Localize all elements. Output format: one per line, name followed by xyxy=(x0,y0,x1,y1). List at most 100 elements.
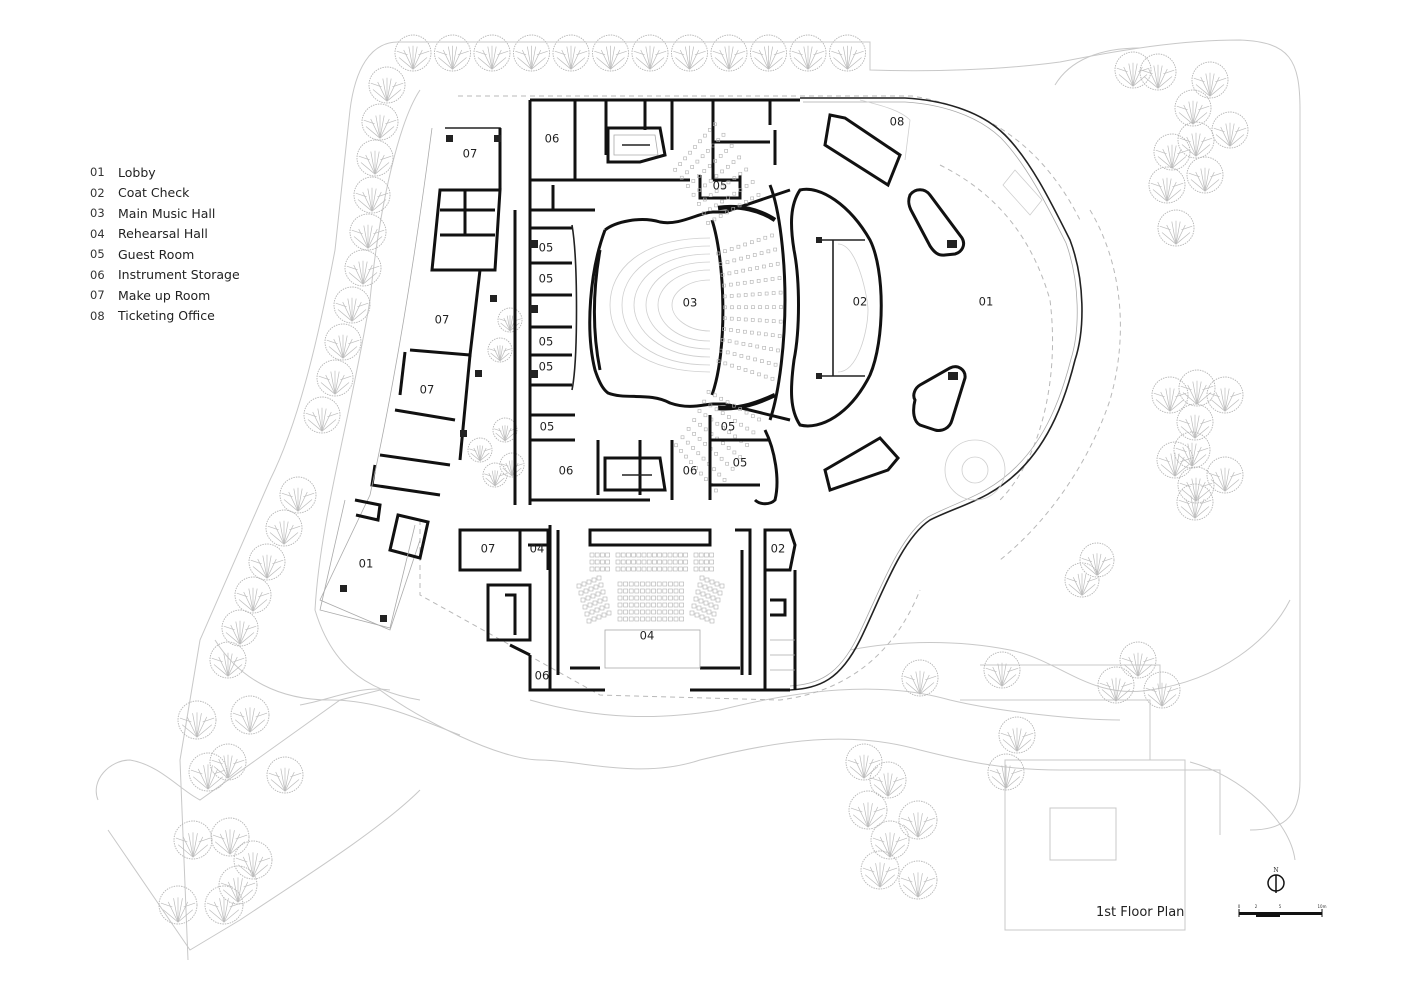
legend-code: 04 xyxy=(90,226,105,241)
tree-icon xyxy=(1143,671,1181,709)
legend-name: Instrument Storage xyxy=(118,267,240,283)
tree-icon xyxy=(497,307,523,333)
tree-icon xyxy=(499,452,525,478)
tree-icon xyxy=(848,790,888,830)
room-label-guest-north: 05 xyxy=(713,179,728,193)
tree-icon xyxy=(1151,376,1189,414)
tree-icon xyxy=(394,34,432,72)
tree-icon xyxy=(860,850,900,890)
tree-icon xyxy=(1186,156,1224,194)
tree-icon xyxy=(1206,376,1244,414)
tree-icon xyxy=(344,249,382,287)
tree-icon xyxy=(234,576,272,614)
tree-icon xyxy=(265,509,303,547)
tree-icon xyxy=(1079,542,1115,578)
tree-icon xyxy=(1114,51,1152,89)
room-label-ticketing: 08 xyxy=(890,115,905,129)
room-label-guest-w2: 05 xyxy=(539,272,554,286)
tree-icon xyxy=(434,34,471,72)
tree-icon xyxy=(671,34,708,72)
legend-name: Rehearsal Hall xyxy=(118,226,208,242)
tree-icon xyxy=(473,34,511,72)
tree-icon xyxy=(210,817,250,857)
tree-icon xyxy=(353,176,391,214)
tree-icon xyxy=(368,66,406,104)
tree-icon xyxy=(592,34,629,72)
room-label-guest-w1: 05 xyxy=(539,241,554,255)
tree-icon xyxy=(845,743,883,781)
legend-item: 04 Rehearsal Hall xyxy=(90,224,240,245)
tree-icon xyxy=(869,761,907,799)
tree-icon xyxy=(987,753,1025,791)
tree-icon xyxy=(361,103,399,141)
tree-icon xyxy=(177,700,217,740)
tree-icon xyxy=(230,695,270,735)
legend-code: 01 xyxy=(90,165,105,180)
north-label: N xyxy=(1273,867,1278,874)
rehearsal-seating xyxy=(576,552,725,624)
tree-icon xyxy=(710,34,748,72)
room-label-guest-se-small: 05 xyxy=(721,420,736,434)
room-label-lobby-west: 01 xyxy=(359,557,374,571)
room-label-guest-se: 05 xyxy=(733,456,748,470)
tree-icon xyxy=(1178,369,1216,407)
room-labels: 01 01 02 02 03 04 04 05 05 05 05 05 05 0… xyxy=(359,115,994,683)
tree-icon xyxy=(552,34,590,72)
legend-code: 03 xyxy=(90,206,105,221)
room-label-lobby: 01 xyxy=(979,295,994,309)
legend-name: Lobby xyxy=(118,164,156,180)
tree-icon xyxy=(1206,456,1244,494)
legend-code: 08 xyxy=(90,308,105,323)
tree-icon xyxy=(1211,111,1249,149)
tree-icon xyxy=(1174,89,1212,127)
tree-icon xyxy=(1119,641,1157,679)
legend-code: 05 xyxy=(90,247,105,262)
room-label-guest-w4: 05 xyxy=(539,360,554,374)
tree-icon xyxy=(870,820,910,860)
tree-icon xyxy=(173,820,213,860)
tree-icon xyxy=(303,396,341,434)
tree-icon xyxy=(266,756,304,794)
tree-icon xyxy=(1064,562,1100,598)
room-label-coat-check-south: 02 xyxy=(771,542,786,556)
tree-icon xyxy=(188,752,228,792)
stage-risers xyxy=(609,237,711,373)
tree-icon xyxy=(1153,133,1191,171)
tree-icon xyxy=(1176,403,1214,441)
tree-icon xyxy=(209,641,247,679)
site-boundary xyxy=(95,39,1301,961)
tree-icon xyxy=(1191,61,1229,99)
tree-icon xyxy=(316,359,354,397)
tree-icon xyxy=(1097,666,1135,704)
room-label-makeup-low: 07 xyxy=(420,383,435,397)
tree-icon xyxy=(1157,209,1195,247)
plan-title: 1st Floor Plan xyxy=(1096,905,1185,920)
scale-tick-0: 0 xyxy=(1238,904,1241,909)
tree-icon xyxy=(1177,121,1215,159)
tree-icon xyxy=(750,34,787,72)
legend-code: 02 xyxy=(90,185,105,200)
room-label-makeup-south: 07 xyxy=(481,542,496,556)
scale-bar: 0 2 5 10m xyxy=(1238,904,1327,917)
tree-icon xyxy=(898,800,938,840)
legend-item: 01 Lobby xyxy=(90,162,240,183)
room-label-storage-south-e: 06 xyxy=(683,464,698,478)
legend-name: Make up Room xyxy=(118,287,211,303)
legend-item: 03 Main Music Hall xyxy=(90,203,240,224)
north-arrow: N xyxy=(1267,867,1285,893)
tree-icon xyxy=(1148,166,1186,204)
tree-icon xyxy=(492,417,518,443)
room-label-rehearsal-hall: 04 xyxy=(640,629,655,643)
tree-icon xyxy=(901,659,939,697)
tree-icon xyxy=(983,651,1021,689)
room-label-makeup-top: 07 xyxy=(463,147,478,161)
tree-icon xyxy=(789,34,827,72)
room-label-coat-check: 02 xyxy=(853,295,868,309)
legend-name: Main Music Hall xyxy=(118,205,216,221)
